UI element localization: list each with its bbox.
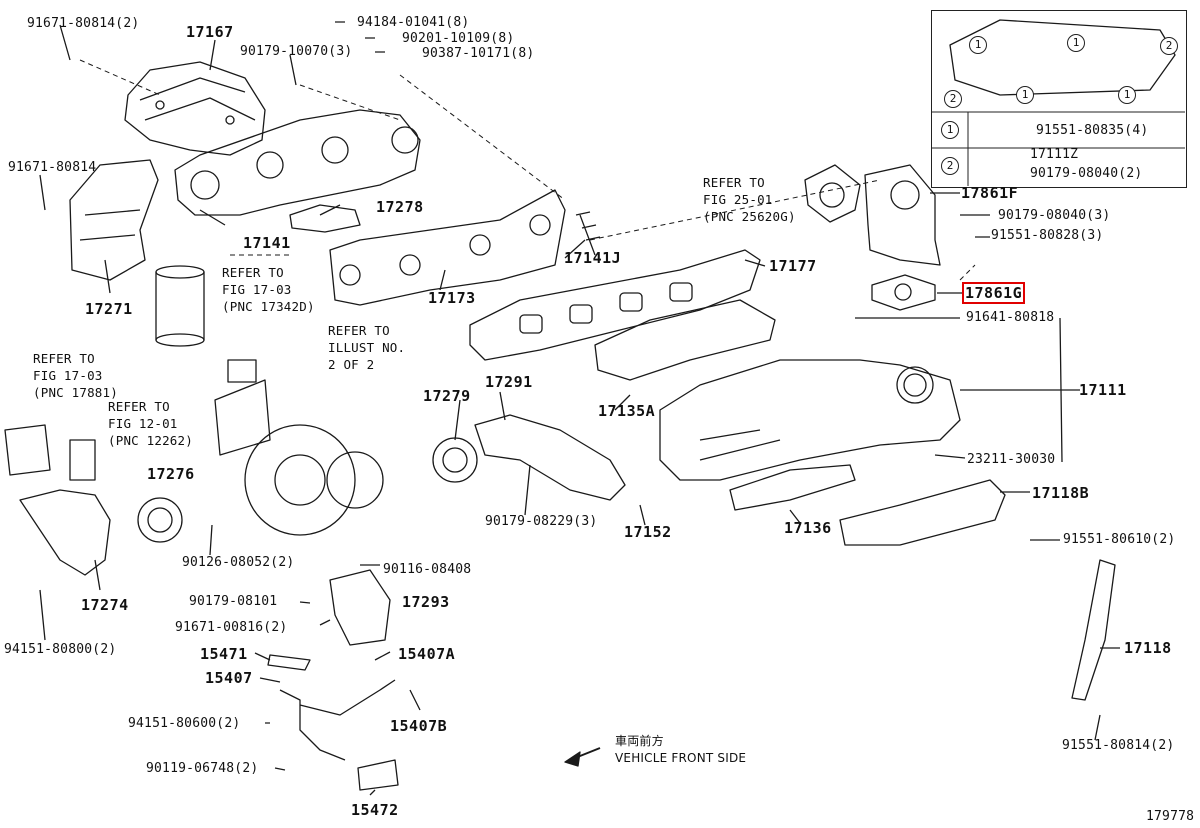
part-91671-80814-2[interactable]: 91671-80814(2): [27, 16, 140, 31]
bracket-17118: [1071, 559, 1116, 701]
callout-circle: 1: [1016, 86, 1034, 104]
gasket-17276: [137, 497, 183, 543]
part-17118B[interactable]: 17118B: [1032, 484, 1090, 502]
part-91671-00816[interactable]: 91671-00816(2): [175, 620, 288, 635]
part-94151-80800[interactable]: 94151-80800(2): [4, 642, 117, 657]
gasket-17279: [432, 437, 478, 483]
callout-circle: 2: [944, 90, 962, 108]
part-17111Z[interactable]: 17111Z: [1030, 147, 1079, 162]
part-15472[interactable]: 15472: [351, 801, 399, 819]
part-17141J[interactable]: 17141J: [564, 249, 622, 267]
bracket-17118B: [839, 479, 1006, 546]
callout-circle: 1: [1067, 34, 1085, 52]
turbocharger: [244, 424, 356, 536]
inset-part: [949, 19, 1176, 96]
gasket-17177: [469, 249, 761, 361]
part-17861G-highlighted[interactable]: 17861G: [961, 282, 1026, 304]
part-91551-80835[interactable]: 91551-80835(4): [1036, 123, 1149, 138]
part-17173[interactable]: 17173: [428, 289, 476, 307]
throttle-body-17861F: [864, 164, 941, 266]
part-17293[interactable]: 17293: [402, 593, 450, 611]
part-17291[interactable]: 17291: [485, 373, 533, 391]
exhaust-manifold-17141: [174, 109, 421, 216]
ref-fig-17-03-17342D[interactable]: REFER TO FIG 17-03 (PNC 17342D): [222, 265, 315, 314]
front-label-jp: 車両前方: [615, 734, 664, 748]
ref-fig-12-01-12262[interactable]: REFER TO FIG 12-01 (PNC 12262): [108, 399, 193, 448]
pipe-17291: [474, 414, 626, 501]
inset-row2-key: 2: [941, 157, 959, 175]
ref-fig-17-03-17881[interactable]: REFER TO FIG 17-03 (PNC 17881): [33, 351, 118, 400]
part-90179-10070[interactable]: 90179-10070(3): [240, 44, 353, 59]
plate-17136: [729, 464, 856, 511]
callout-circle: 2: [1160, 37, 1178, 55]
heat-shield-17271: [69, 159, 159, 281]
inset-row1-key: 1: [941, 121, 959, 139]
part-17276[interactable]: 17276: [147, 465, 195, 483]
plate-17135A: [594, 299, 776, 381]
part-17141[interactable]: 17141: [243, 234, 291, 252]
part-94184-01041[interactable]: 94184-01041(8): [357, 15, 470, 30]
part-94151-80600[interactable]: 94151-80600(2): [128, 716, 241, 731]
part-15471[interactable]: 15471: [200, 645, 248, 663]
part-23211-30030[interactable]: 23211-30030: [967, 452, 1056, 467]
callout-circle: 1: [1118, 86, 1136, 104]
part-90119-06748[interactable]: 90119-06748(2): [146, 761, 259, 776]
part-17279[interactable]: 17279: [423, 387, 471, 405]
part-15407B[interactable]: 15407B: [390, 717, 448, 735]
oil-pipe-15407: [279, 679, 396, 761]
intake-manifold-17111: [659, 359, 961, 481]
part-17177[interactable]: 17177: [769, 257, 817, 275]
part-17152[interactable]: 17152: [624, 523, 672, 541]
part-90116-08408[interactable]: 90116-08408: [383, 562, 472, 577]
part-17271[interactable]: 17271: [85, 300, 133, 318]
gasket-17861G: [871, 274, 936, 311]
gasket-17278: [289, 204, 361, 233]
part-90126-08052[interactable]: 90126-08052(2): [182, 555, 295, 570]
part-90179-08040-inset[interactable]: 90179-08040(2): [1030, 166, 1143, 181]
ref-illust-2-of-2[interactable]: REFER TO ILLUST NO. 2 OF 2: [328, 323, 406, 372]
part-90179-08040[interactable]: 90179-08040(3): [998, 208, 1111, 223]
part-17136[interactable]: 17136: [784, 519, 832, 537]
part-17118[interactable]: 17118: [1124, 639, 1172, 657]
part-15407[interactable]: 15407: [205, 669, 253, 687]
part-90179-08101[interactable]: 90179-08101: [189, 594, 278, 609]
part-17111[interactable]: 17111: [1079, 381, 1127, 399]
part-91641-80818[interactable]: 91641-80818: [966, 310, 1055, 325]
callout-circle: 1: [969, 36, 987, 54]
part-17135A[interactable]: 17135A: [598, 402, 656, 420]
part-90201-10109[interactable]: 90201-10109(8): [402, 31, 515, 46]
part-17861F[interactable]: 17861F: [961, 184, 1019, 202]
part-91551-80828[interactable]: 91551-80828(3): [991, 228, 1104, 243]
part-91551-80610[interactable]: 91551-80610(2): [1063, 532, 1176, 547]
part-17274[interactable]: 17274: [81, 596, 129, 614]
part-17167[interactable]: 17167: [186, 23, 234, 41]
heat-insulator-17167: [124, 61, 266, 156]
bracket-17293: [329, 569, 391, 646]
ref-fig-25-01-25620G[interactable]: REFER TO FIG 25-01 (PNC 25620G): [703, 175, 796, 224]
gasket-17173: [329, 189, 566, 306]
part-17278[interactable]: 17278: [376, 198, 424, 216]
part-90387-10171[interactable]: 90387-10171(8): [422, 46, 535, 61]
part-91671-80814[interactable]: 91671-80814: [8, 160, 97, 175]
front-label-en: VEHICLE FRONT SIDE: [615, 751, 747, 765]
part-90179-08229[interactable]: 90179-08229(3): [485, 514, 598, 529]
figure-number: 179778: [1146, 809, 1195, 824]
part-91551-80814-2[interactable]: 91551-80814(2): [1062, 738, 1175, 753]
part-15407A[interactable]: 15407A: [398, 645, 456, 663]
inset-frame: [931, 10, 1187, 188]
hose-17274: [19, 489, 111, 576]
